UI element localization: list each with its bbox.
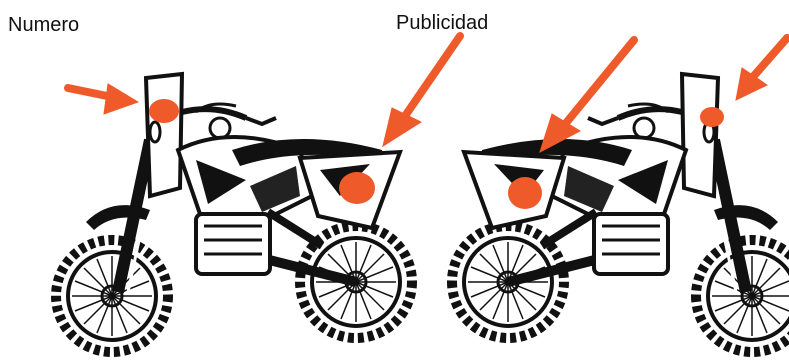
arrow-number-right	[735, 34, 789, 101]
advertising-marker-right	[508, 177, 542, 209]
arrow-advertising-right	[539, 36, 638, 154]
number-marker-left	[149, 99, 179, 123]
arrow-advertising-left	[382, 32, 464, 148]
motorcycle-right-view	[452, 74, 789, 352]
advertising-label: Publicidad	[396, 12, 489, 34]
number-label: Numero	[8, 14, 80, 36]
number-marker-right	[700, 107, 724, 127]
advertising-marker-left	[339, 172, 375, 204]
arrow-number-left	[64, 83, 140, 115]
motorcycle-left-view	[56, 74, 412, 352]
